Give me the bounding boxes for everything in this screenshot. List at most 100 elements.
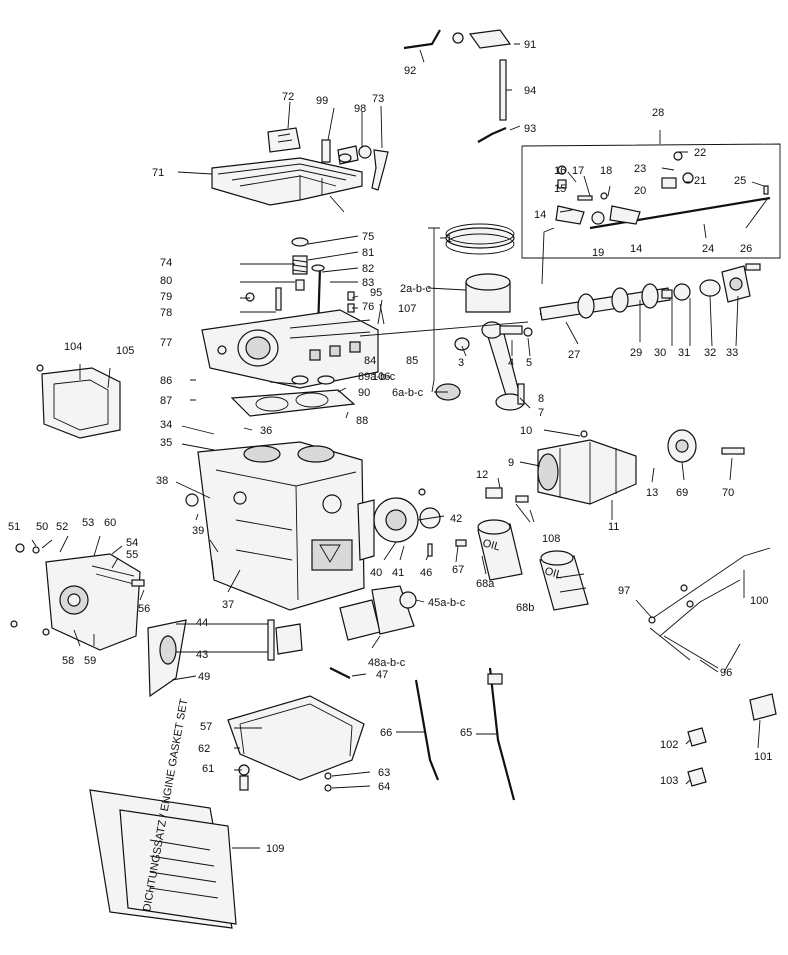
side-cover	[36, 364, 121, 439]
part-label-28: 28	[652, 107, 664, 119]
part-label-67: 67	[452, 564, 464, 576]
part-label-31: 31	[678, 347, 690, 359]
part-label-63: 63	[378, 767, 390, 779]
part-label-52: 52	[56, 521, 68, 533]
part-label-96: 96	[720, 667, 732, 679]
part-label-19: 19	[592, 247, 604, 259]
part-label-32: 32	[704, 347, 716, 359]
part-label-73: 73	[372, 93, 384, 105]
part-label-87: 87	[160, 395, 172, 407]
part-label-88: 88	[356, 415, 368, 427]
part-label-46: 46	[420, 567, 432, 579]
dipsticks	[414, 667, 516, 801]
part-label-48a-b-c: 48a-b-c	[368, 657, 406, 669]
part-label-68b: 68b	[516, 602, 534, 614]
part-label-102: 102	[660, 739, 678, 751]
rocker-shaft-group	[521, 143, 781, 259]
part-label-21: 21	[694, 175, 706, 187]
oil-filters	[477, 519, 589, 611]
part-label-68a: 68a	[476, 578, 495, 590]
part-label-7: 7	[538, 407, 544, 419]
part-label-3: 3	[458, 357, 464, 369]
part-label-50: 50	[36, 521, 48, 533]
injector-lines	[648, 547, 777, 787]
piston-assembly	[435, 223, 533, 411]
part-label-105: 105	[116, 345, 134, 357]
part-label-103: 103	[660, 775, 678, 787]
part-label-40: 40	[370, 567, 382, 579]
part-label-81: 81	[362, 247, 374, 259]
part-label-6a-b-c: 6a-b-c	[392, 387, 424, 399]
part-label-44: 44	[196, 617, 208, 629]
part-label-14: 14	[630, 243, 642, 255]
part-label-25: 25	[734, 175, 746, 187]
part-label-80: 80	[160, 275, 172, 287]
part-label-11: 11	[608, 521, 619, 533]
part-label-89a-b-c: 89a-b-c	[358, 371, 396, 383]
part-label-14: 14	[534, 209, 546, 221]
part-label-15: 15	[554, 183, 566, 195]
part-label-76: 76	[362, 301, 374, 313]
part-label-2a-b-c: 2a-b-c	[400, 283, 432, 295]
part-label-18: 18	[600, 165, 612, 177]
filter-68b-marking: OIL	[543, 565, 563, 581]
part-label-57: 57	[200, 721, 212, 733]
filter-68a-marking: OIL	[481, 537, 501, 553]
part-label-86: 86	[160, 375, 172, 387]
part-label-30: 30	[654, 347, 666, 359]
part-label-59: 59	[84, 655, 96, 667]
part-label-5: 5	[526, 357, 532, 369]
part-label-78: 78	[160, 307, 172, 319]
part-label-65: 65	[460, 727, 472, 739]
part-label-108: 108	[542, 533, 560, 545]
part-label-90: 90	[358, 387, 370, 399]
part-label-70: 70	[722, 487, 734, 499]
part-label-43: 43	[196, 649, 208, 661]
crankshaft	[485, 429, 745, 505]
part-label-75: 75	[362, 231, 374, 243]
leader-lines	[31, 43, 769, 849]
part-label-1: 1	[446, 233, 452, 245]
part-label-69: 69	[676, 487, 688, 499]
part-label-9: 9	[508, 457, 514, 469]
part-label-36: 36	[260, 425, 272, 437]
part-label-16: 16	[554, 165, 566, 177]
part-label-84: 84	[364, 355, 376, 367]
part-label-37: 37	[222, 599, 234, 611]
part-label-38: 38	[156, 475, 168, 487]
part-label-101: 101	[754, 751, 772, 763]
gasket-booklet	[89, 789, 237, 929]
part-label-4: 4	[508, 357, 514, 369]
part-label-74: 74	[160, 257, 172, 269]
part-label-49: 49	[198, 671, 210, 683]
part-label-85: 85	[406, 355, 418, 367]
part-label-33: 33	[726, 347, 738, 359]
part-label-99: 99	[316, 95, 328, 107]
part-label-61: 61	[202, 763, 214, 775]
part-label-10: 10	[520, 425, 532, 437]
part-label-54: 54	[126, 537, 138, 549]
part-label-34: 34	[160, 419, 172, 431]
part-label-60: 60	[104, 517, 116, 529]
part-label-91: 91	[524, 39, 536, 51]
governor-linkage	[403, 29, 512, 143]
part-label-41: 41	[392, 567, 404, 579]
part-label-56: 56	[138, 603, 150, 615]
part-label-23: 23	[634, 163, 646, 175]
part-label-97: 97	[618, 585, 630, 597]
part-label-17: 17	[572, 165, 584, 177]
part-label-55: 55	[126, 549, 138, 561]
part-label-64: 64	[378, 781, 390, 793]
part-label-22: 22	[694, 147, 706, 159]
rocker-cover	[211, 127, 389, 206]
part-label-109: 109	[266, 843, 284, 855]
part-label-72: 72	[282, 91, 294, 103]
part-label-79: 79	[160, 291, 172, 303]
part-label-62: 62	[198, 743, 210, 755]
part-label-77: 77	[160, 337, 172, 349]
part-label-26: 26	[740, 243, 752, 255]
cylinder-head	[201, 309, 379, 389]
part-label-93: 93	[524, 123, 536, 135]
part-label-82: 82	[362, 263, 374, 275]
